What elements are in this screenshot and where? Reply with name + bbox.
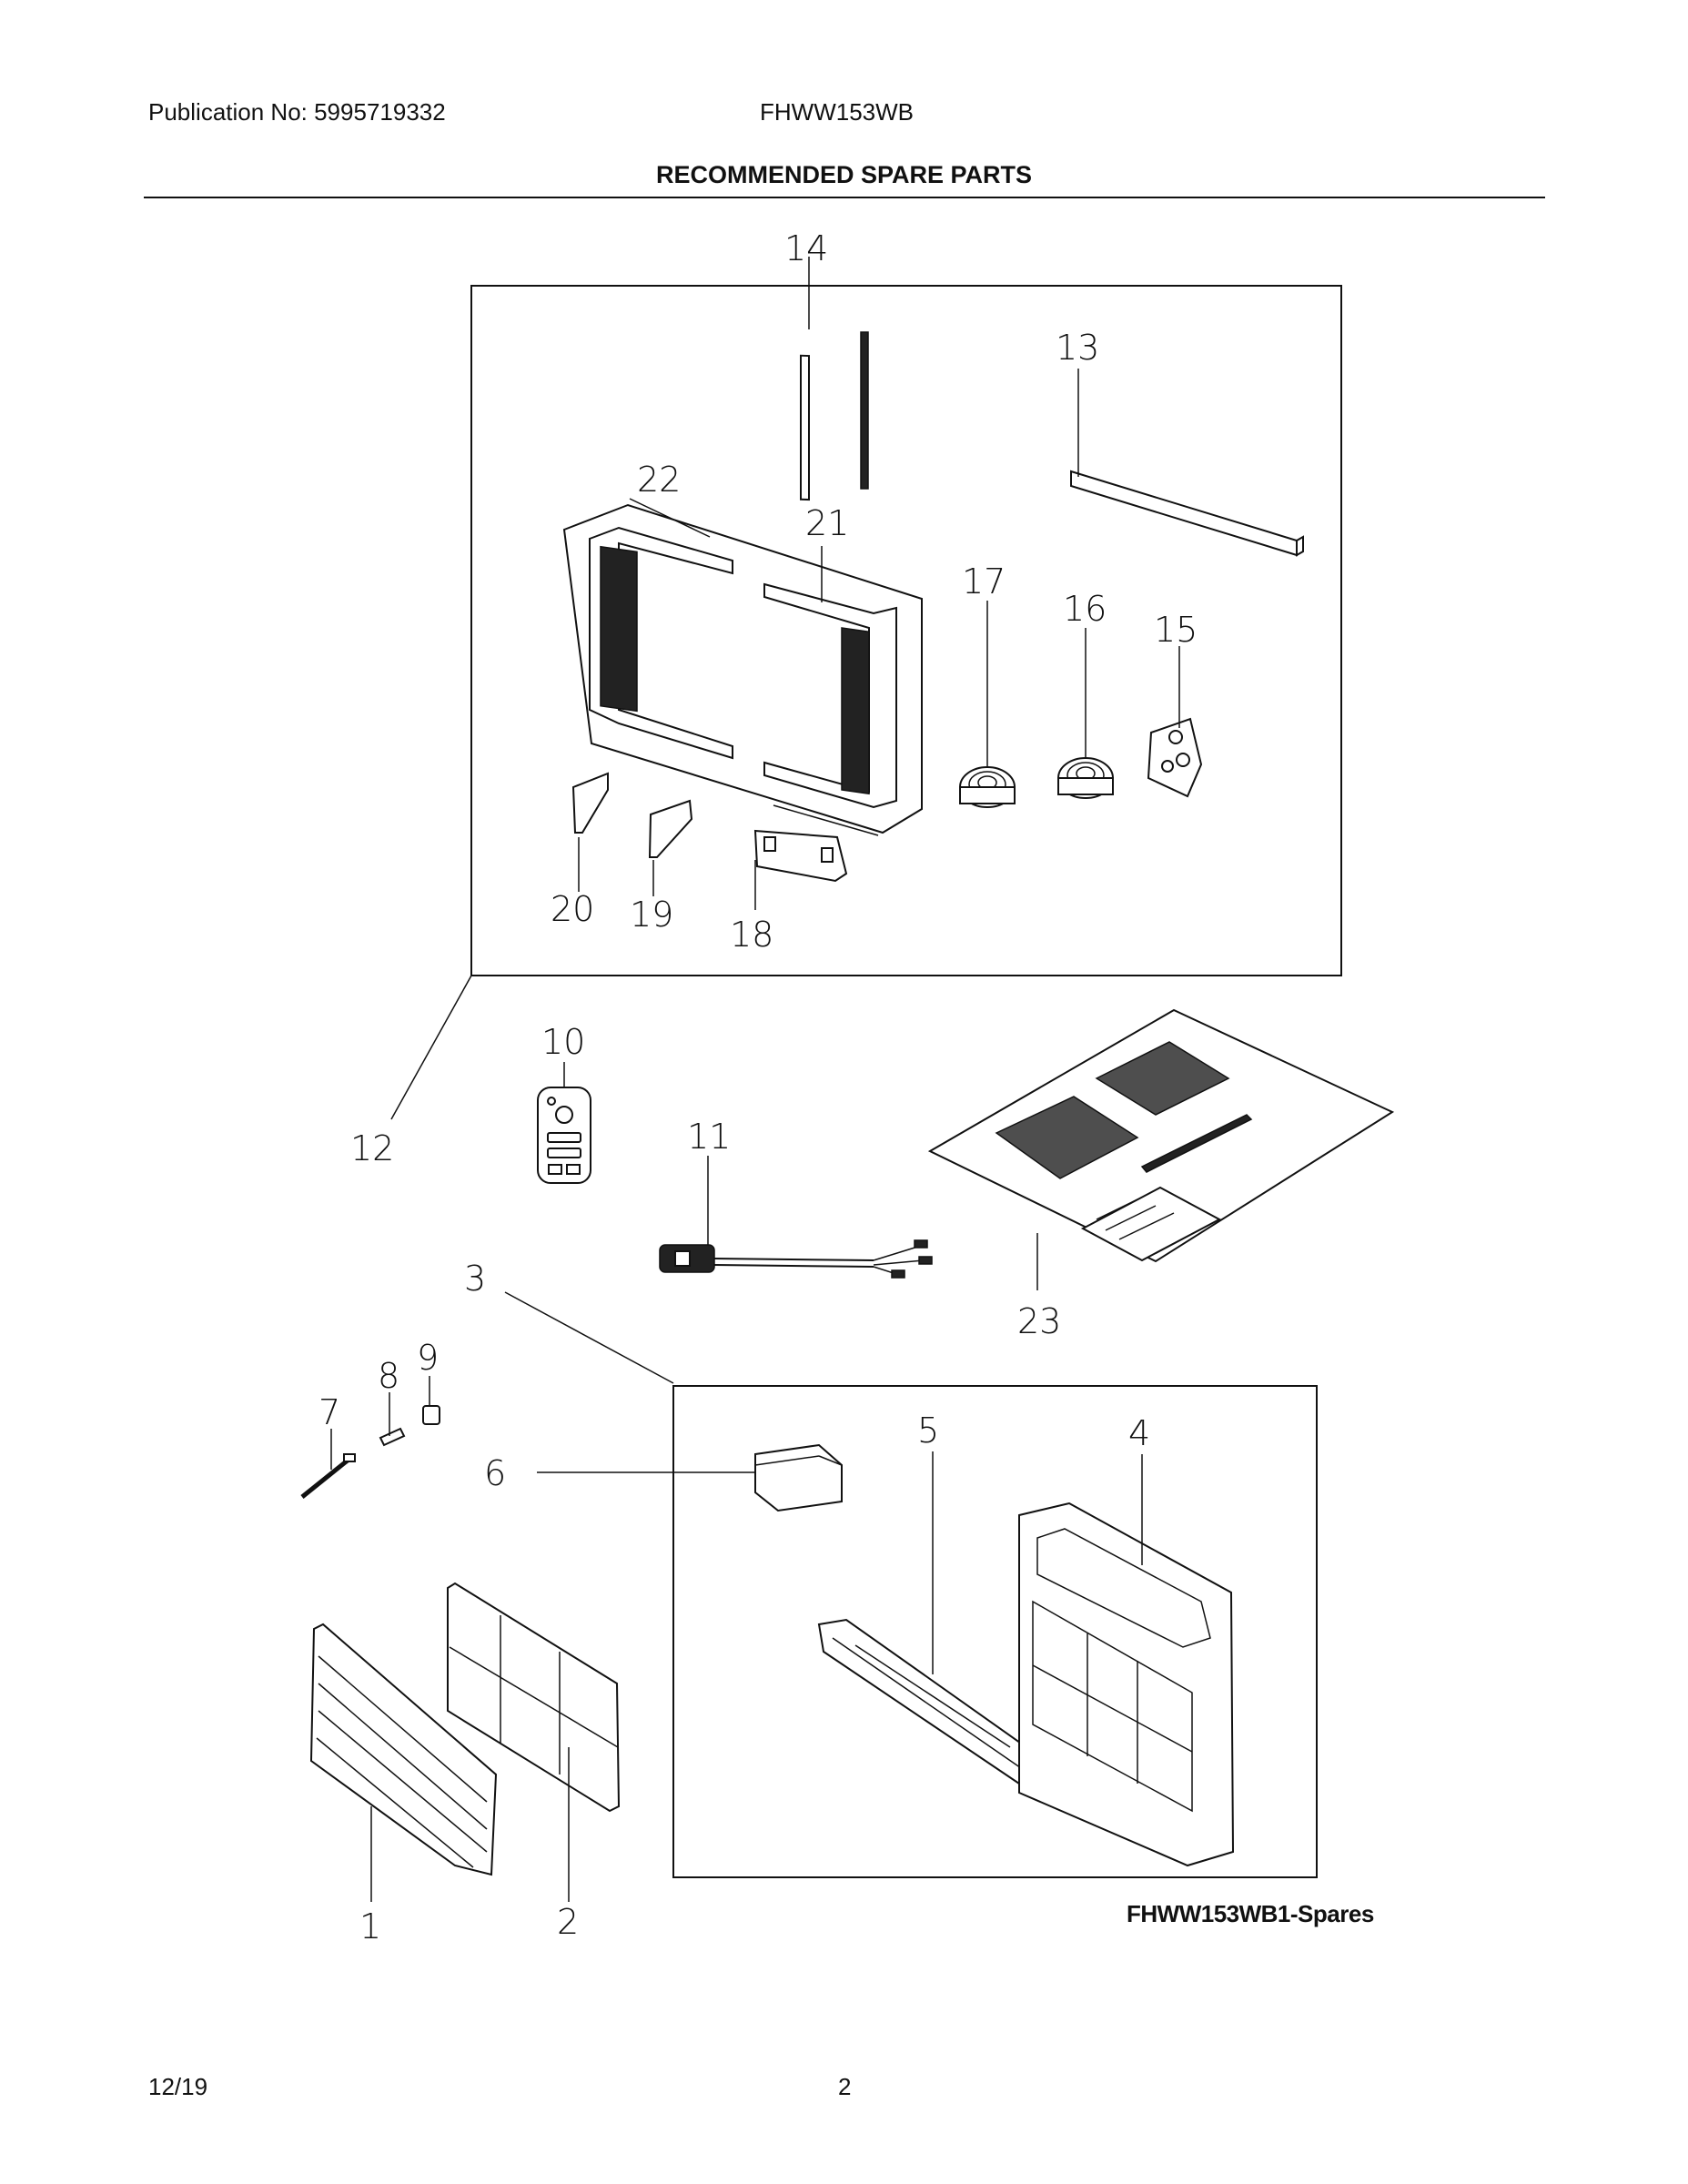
small-parts [300,1376,440,1499]
front-panel-assembly-box [672,1385,1318,1878]
sill-block [753,829,848,910]
air-filter [447,1582,621,1902]
callout-15: 15 [1154,610,1198,650]
screw-bag [1147,646,1203,798]
callout-1: 1 [359,1906,381,1946]
filter-and-labels-kit [927,1008,1395,1290]
diagram-label: FHWW153WB1-Spares [1127,1900,1374,1927]
callout-17: 17 [962,561,1006,602]
publication-number: Publication No: 5995719332 [148,98,446,126]
callout-10: 10 [541,1022,585,1062]
page-number: 2 [838,2073,852,2100]
callout-12: 12 [350,1128,394,1168]
callout-18: 18 [730,915,773,955]
front-panel [1018,1454,1235,1867]
callout-16: 16 [1063,589,1107,629]
callout-8: 8 [378,1356,399,1396]
callout-22: 22 [637,460,681,500]
callout-23: 23 [1017,1301,1061,1341]
callout-7: 7 [318,1392,340,1432]
model-number: FHWW153WB [760,98,914,126]
callout-20: 20 [551,889,594,929]
callout-6: 6 [484,1453,506,1493]
callout-21: 21 [805,503,849,543]
footer-date: 12/19 [148,2073,208,2100]
window-brackets [571,772,693,896]
header-rule [144,197,1545,198]
callout-14: 14 [784,228,828,268]
callout-4: 4 [1128,1413,1150,1453]
callout-9: 9 [417,1338,439,1378]
vent-grille [817,1451,1037,1785]
remote-control [537,1062,591,1184]
control-box [537,1443,843,1512]
page-title: RECOMMENDED SPARE PARTS [655,161,1033,188]
side-seal-strips [800,257,869,501]
callout-3: 3 [464,1259,486,1299]
callout-13: 13 [1056,328,1099,368]
callout-2: 2 [557,1902,579,1942]
callout-5: 5 [917,1410,939,1451]
foam-seal-coils [959,601,1114,808]
power-cord [659,1156,933,1279]
front-grille [309,1623,498,1902]
callout-11: 11 [687,1117,731,1157]
installation-kit-box [470,285,1342,976]
top-rail [1070,369,1304,557]
callout-19: 19 [630,895,673,935]
side-curtain-frames [562,498,923,836]
